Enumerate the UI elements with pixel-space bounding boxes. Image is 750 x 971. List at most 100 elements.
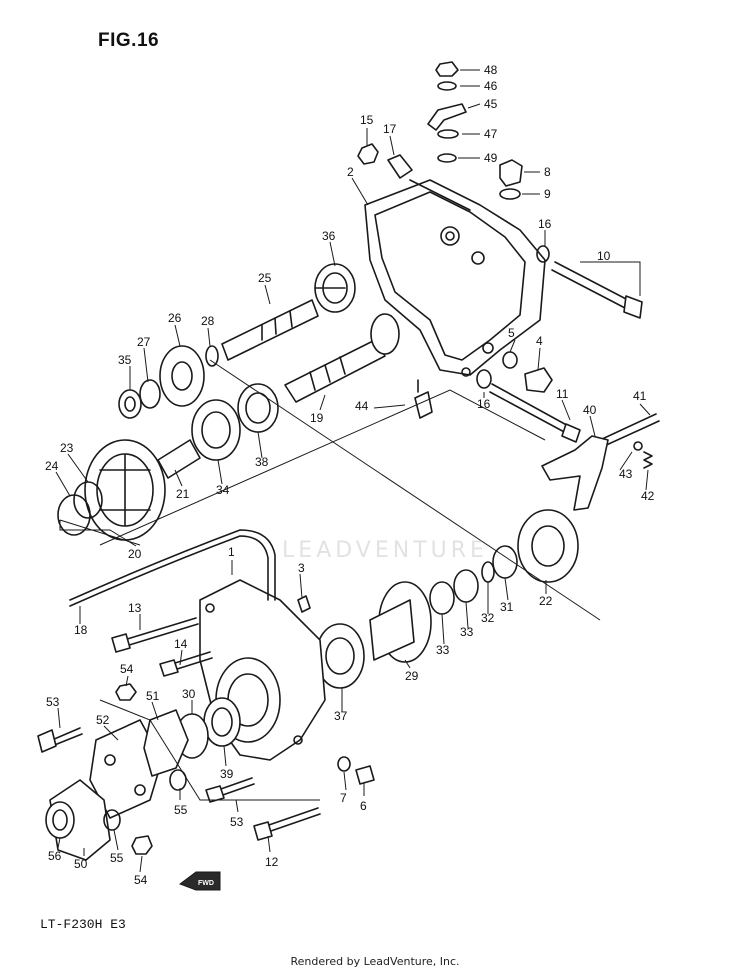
- callout-9: 9: [544, 187, 551, 201]
- assembly-reference-lines: [59, 359, 601, 801]
- shaft-19[interactable]: [284, 313, 400, 403]
- fwd-arrow-icon: FWD: [178, 871, 221, 891]
- washer-27[interactable]: [139, 379, 161, 409]
- gear-29[interactable]: [369, 581, 432, 663]
- pin-44[interactable]: [414, 379, 433, 419]
- bolt-12[interactable]: [253, 807, 321, 841]
- callout-28: 28: [201, 314, 215, 328]
- callout-12: 12: [265, 855, 279, 869]
- callout-7: 7: [340, 791, 347, 805]
- gasket-9[interactable]: [499, 188, 521, 200]
- callout-47: 47: [484, 127, 498, 141]
- callout-55-a: 55: [174, 803, 188, 817]
- callout-33-b: 33: [436, 643, 450, 657]
- callout-11: 11: [556, 387, 569, 401]
- bolt-14[interactable]: [159, 651, 213, 677]
- callout-16-top: 16: [538, 217, 552, 231]
- callout-49: 49: [484, 151, 498, 165]
- callout-42: 42: [641, 489, 655, 503]
- callout-48: 48: [484, 63, 498, 77]
- circlip-32[interactable]: [481, 561, 495, 583]
- bolt-53-b[interactable]: [205, 777, 255, 803]
- bolt-6[interactable]: [355, 765, 375, 785]
- seal-39[interactable]: [203, 697, 241, 747]
- joint-51[interactable]: [143, 709, 189, 777]
- bearing-37[interactable]: [315, 623, 365, 689]
- shift-fork-40[interactable]: [541, 435, 609, 511]
- nut-15[interactable]: [357, 143, 379, 165]
- callout-44: 44: [355, 399, 369, 413]
- callout-53-b: 53: [230, 815, 244, 829]
- shaft-21[interactable]: [157, 439, 201, 479]
- gear-26[interactable]: [159, 345, 205, 407]
- washer-16-top[interactable]: [536, 245, 550, 263]
- callout-52: 52: [96, 713, 110, 727]
- callout-14: 14: [174, 637, 188, 651]
- bolt-53-a[interactable]: [37, 727, 83, 753]
- nut-54-a[interactable]: [115, 683, 137, 701]
- callout-18: 18: [74, 623, 88, 637]
- bolt-4[interactable]: [524, 367, 553, 393]
- callout-23: 23: [60, 441, 74, 455]
- shaft-25[interactable]: [221, 299, 319, 361]
- dowel-3[interactable]: [297, 595, 311, 613]
- washer-46[interactable]: [437, 81, 457, 91]
- gear-22[interactable]: [517, 509, 579, 583]
- callout-35: 35: [118, 353, 132, 367]
- callout-27: 27: [137, 335, 151, 349]
- shaft-17[interactable]: [387, 154, 471, 211]
- callout-10: 10: [597, 249, 611, 263]
- circlip-28[interactable]: [205, 345, 219, 367]
- callout-30: 30: [182, 687, 196, 701]
- callout-20: 20: [128, 547, 142, 561]
- washer-5[interactable]: [502, 351, 518, 369]
- breather-hose-18[interactable]: [69, 529, 276, 607]
- bearing-33-b[interactable]: [429, 581, 455, 615]
- plug-8[interactable]: [499, 159, 523, 187]
- ball-43[interactable]: [633, 441, 643, 451]
- spring-42[interactable]: [643, 451, 653, 469]
- shaft-11[interactable]: [489, 383, 581, 443]
- callout-25: 25: [258, 271, 272, 285]
- nut-48[interactable]: [435, 61, 459, 77]
- bearing-35[interactable]: [118, 389, 142, 419]
- callout-37: 37: [334, 709, 348, 723]
- callout-22: 22: [539, 594, 553, 608]
- shaft-41[interactable]: [599, 413, 660, 448]
- oring-55-a[interactable]: [169, 769, 187, 791]
- callout-32: 32: [481, 611, 495, 625]
- callout-43: 43: [619, 467, 633, 481]
- bracket-45[interactable]: [427, 103, 467, 131]
- callout-54-b: 54: [134, 873, 148, 887]
- ring-24[interactable]: [57, 494, 91, 536]
- bolt-13[interactable]: [111, 617, 199, 653]
- callout-56: 56: [48, 849, 62, 863]
- callout-53-a: 53: [46, 695, 60, 709]
- nut-54-b[interactable]: [131, 835, 153, 855]
- callout-39: 39: [220, 767, 234, 781]
- upper-gear-case[interactable]: [364, 179, 546, 377]
- oring-55-b[interactable]: [103, 809, 121, 831]
- gear-20[interactable]: [84, 439, 166, 541]
- bearing-36[interactable]: [314, 263, 356, 313]
- output-flange-50[interactable]: [49, 779, 111, 861]
- washer-16-mid[interactable]: [476, 369, 492, 389]
- callout-34: 34: [216, 483, 230, 497]
- bearing-33-a[interactable]: [453, 569, 479, 603]
- callout-19: 19: [310, 411, 324, 425]
- washer-7[interactable]: [337, 756, 351, 772]
- callout-13: 13: [128, 601, 142, 615]
- callout-33-a: 33: [460, 625, 474, 639]
- callout-5: 5: [508, 326, 515, 340]
- bearing-34[interactable]: [191, 399, 241, 461]
- callout-46: 46: [484, 79, 498, 93]
- callout-labels: 48 46 45 47 49 15 17 2 8 9 16 10 36 25 2…: [45, 63, 655, 887]
- seal-38[interactable]: [237, 383, 279, 433]
- callout-54-a: 54: [120, 662, 134, 676]
- watermark: LEADVENTURE: [282, 538, 488, 563]
- washer-47[interactable]: [437, 129, 459, 139]
- oring-49[interactable]: [437, 153, 457, 163]
- seal-56[interactable]: [45, 801, 75, 839]
- bolt-10[interactable]: [551, 261, 643, 319]
- callout-51: 51: [146, 689, 160, 703]
